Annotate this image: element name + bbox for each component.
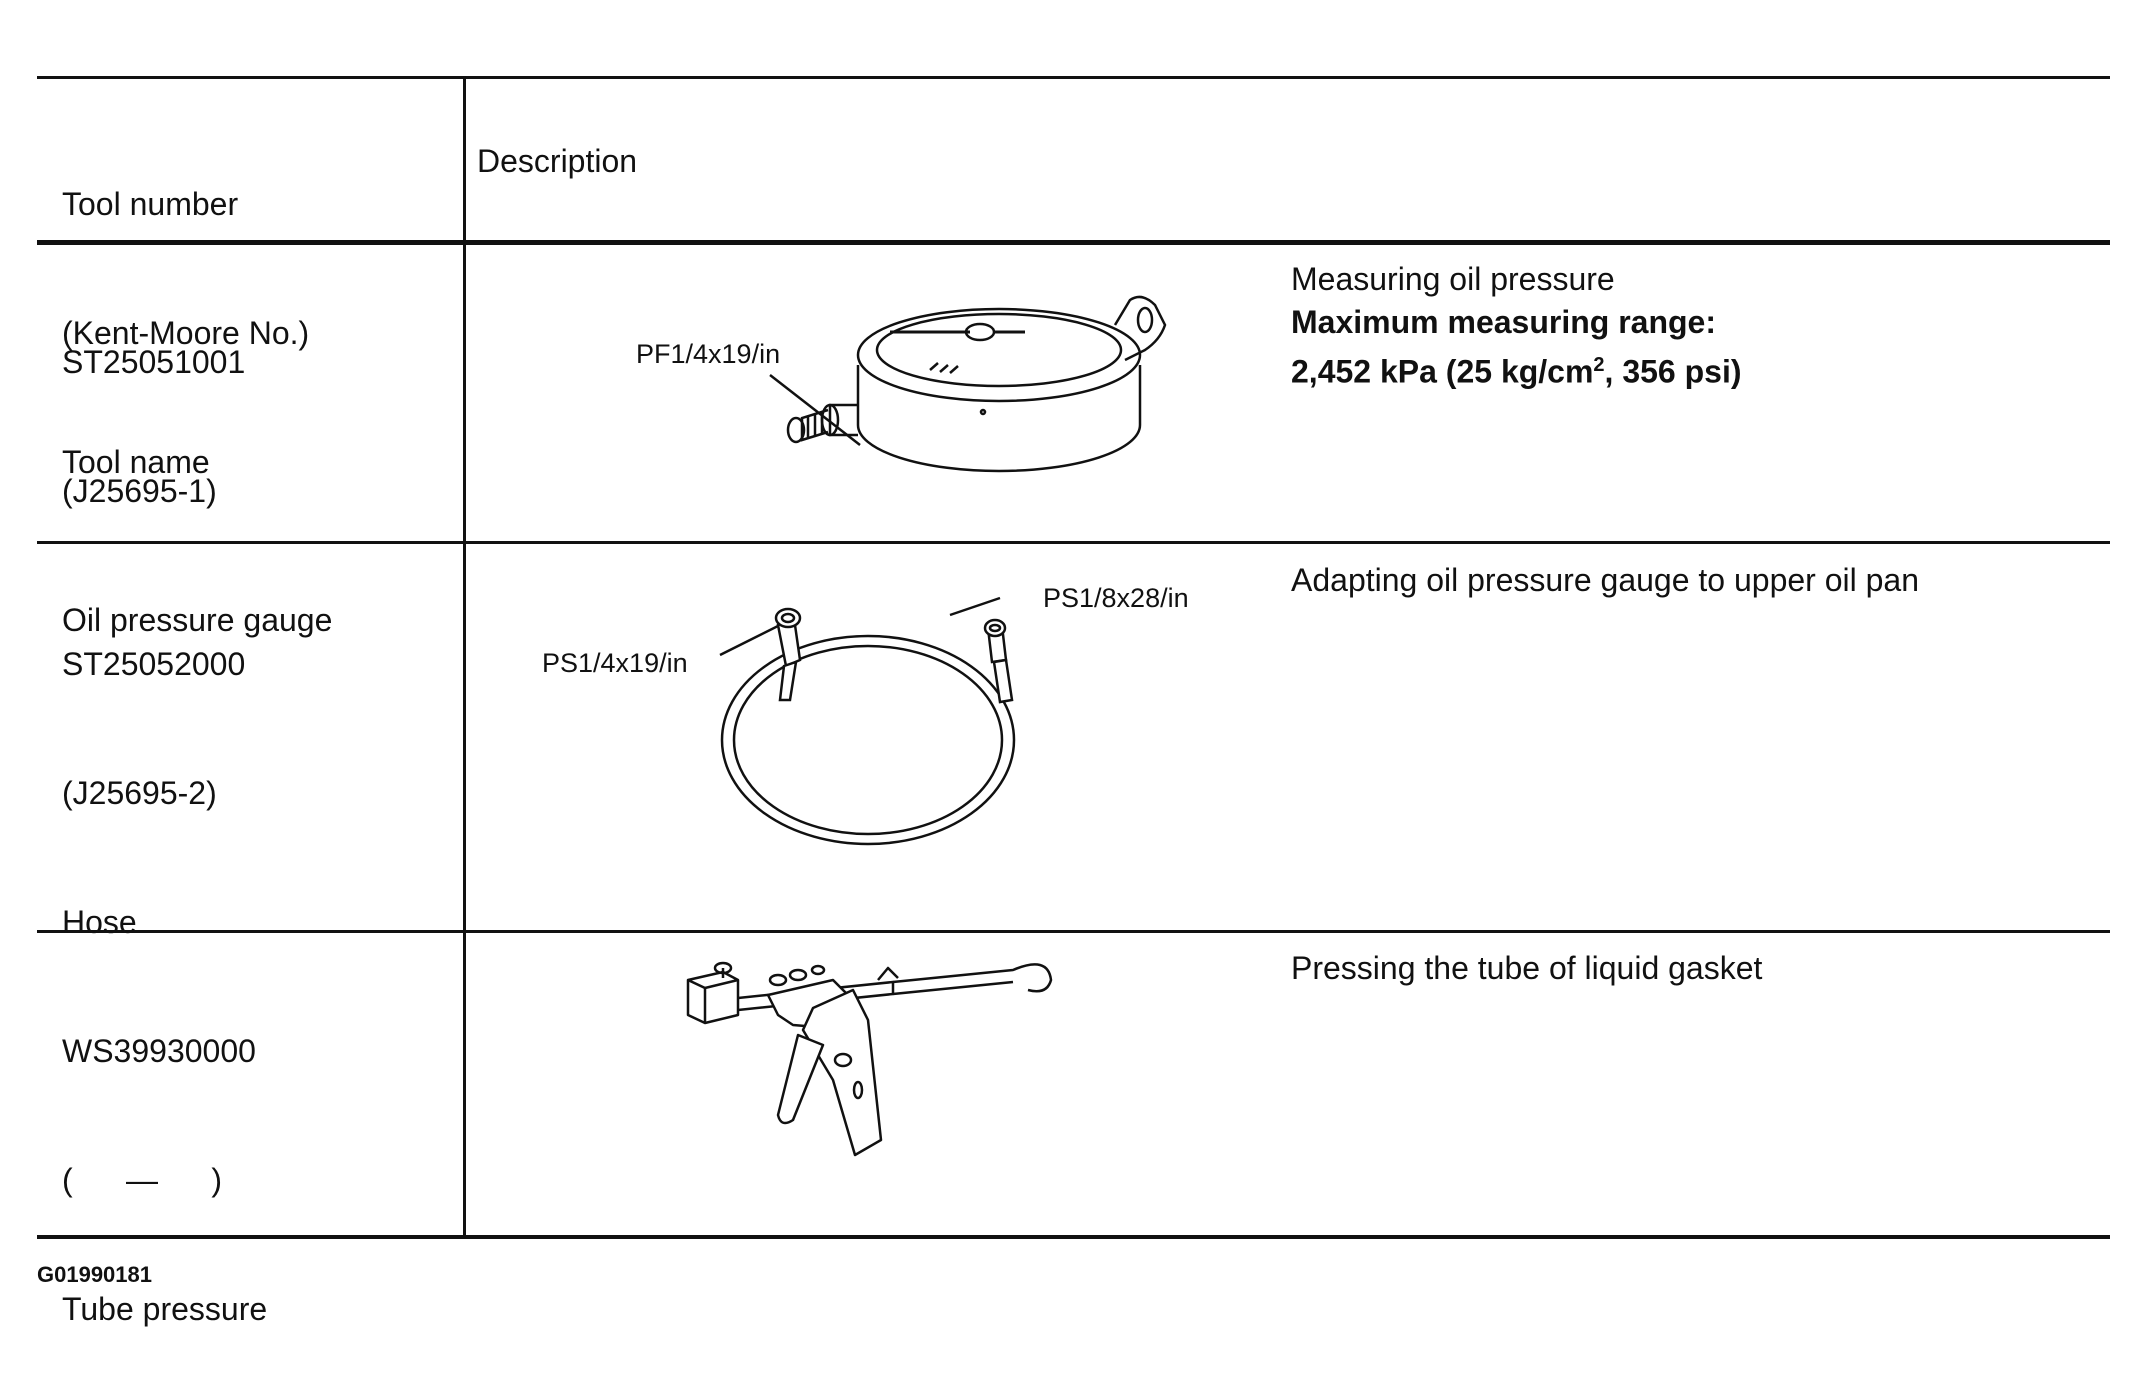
- hose-illustration: [700, 590, 1030, 850]
- row2-tool-name: Hose: [62, 904, 137, 940]
- row2-callout-ps-1-8: PS1/8x28/in: [1043, 583, 1189, 613]
- header-tool-number-label: Tool number: [62, 186, 239, 222]
- header-tool-name-label: Tool name: [62, 444, 210, 480]
- row2-callout-ps-1-4: PS1/4x19/in: [542, 648, 688, 678]
- row1-description-text: Measuring oil pressure: [1291, 261, 1615, 297]
- row1-spec-value: 2,452 kPa (25 kg/cm2, 356 psi): [1291, 353, 1742, 390]
- row3-description: Pressing the tube of liquid gasket: [1291, 947, 1762, 990]
- row3-tool-cell: WS39930000 ( — ) Tube pressure: [62, 944, 267, 1374]
- figure-id: G01990181: [37, 1262, 152, 1287]
- row3-tool-name: Tube pressure: [62, 1291, 268, 1327]
- row3-kent-moore-number: ( — ): [62, 1162, 222, 1198]
- row1-tool-number: ST25051001: [62, 344, 246, 380]
- row1-tool-name: Oil pressure gauge: [62, 602, 333, 638]
- row2-bottom-rule: [37, 930, 2110, 933]
- row2-tool-cell: ST25052000 (J25695-2) Hose: [62, 557, 245, 987]
- header-description-label: Description: [477, 143, 638, 179]
- row2-description: Adapting oil pressure gauge to upper oil…: [1291, 559, 1919, 602]
- row1-tool-cell: ST25051001 (J25695-1) Oil pressure gauge: [62, 255, 332, 685]
- table-bottom-rule: [37, 1235, 2110, 1239]
- row1-kent-moore-number: (J25695-1): [62, 473, 217, 509]
- row3-description-text: Pressing the tube of liquid gasket: [1291, 950, 1763, 986]
- row1-callout-pf: PF1/4x19/in: [636, 339, 781, 369]
- header-kent-moore-label: (Kent-Moore No.): [62, 315, 310, 351]
- row2-description-text: Adapting oil pressure gauge to upper oil…: [1291, 562, 1919, 598]
- row2-kent-moore-number: (J25695-2): [62, 775, 217, 811]
- table-top-rule: [37, 76, 2110, 79]
- row1-spec-label: Maximum measuring range:: [1291, 304, 1716, 340]
- oil-pressure-gauge-illustration: [780, 270, 1150, 490]
- header-tool-column: Tool number (Kent-Moore No.) Tool name: [62, 97, 309, 527]
- header-bottom-rule: [37, 240, 2110, 245]
- row1-bottom-rule: [37, 541, 2110, 544]
- row1-description: Measuring oil pressure Maximum measuring…: [1291, 258, 1742, 394]
- column-divider: [463, 78, 466, 1238]
- row3-tool-number: WS39930000: [62, 1033, 256, 1069]
- row2-tool-number: ST25052000: [62, 646, 246, 682]
- tube-pressure-gun-illustration: [683, 950, 1063, 1170]
